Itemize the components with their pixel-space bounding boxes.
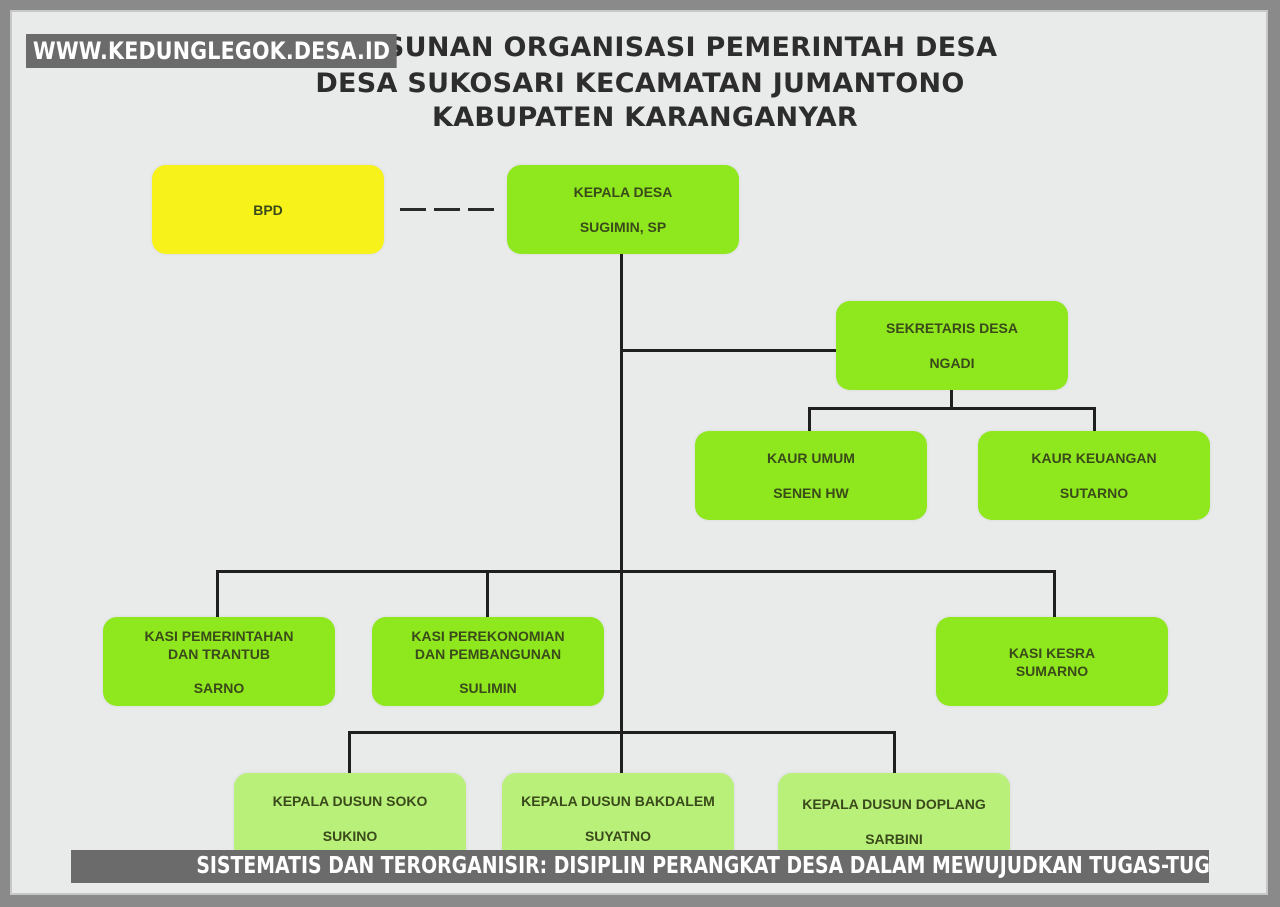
- bpd-dash-1: [400, 208, 426, 211]
- kaur-keuangan-box: KAUR KEUANGAN SUTARNO: [978, 431, 1210, 520]
- kasi-perekonomian-name: SULIMIN: [459, 679, 517, 696]
- dusun-soko-drop: [348, 731, 351, 774]
- kaur-bar-line: [808, 407, 1096, 410]
- dusun-doplang-drop: [893, 731, 896, 774]
- caption-text: SISTEMATIS DAN TERORGANISIR: DISIPLIN PE…: [196, 853, 1209, 879]
- kaur-umum-role: KAUR UMUM: [767, 450, 855, 466]
- bpd-dash-3: [468, 208, 494, 211]
- kepala-desa-name: SUGIMIN, SP: [579, 219, 667, 235]
- kaur-keuangan-role: KAUR KEUANGAN: [1031, 450, 1157, 466]
- dusun-bakdalem-name: SUYATNO: [584, 828, 652, 844]
- dusun-bakdalem-box: KEPALA DUSUN BAKDALEM SUYATNO: [502, 773, 734, 862]
- kasi-bar-line: [216, 570, 1056, 573]
- bpd-label: BPD: [253, 201, 283, 218]
- image-caption: SISTEMATIS DAN TERORGANISIR: DISIPLIN PE…: [71, 850, 1209, 883]
- kaur-umum-name: SENEN HW: [773, 485, 849, 501]
- bpd-dash-2: [434, 208, 460, 211]
- dusun-soko-name: SUKINO: [322, 828, 378, 844]
- kasi-pemerintahan-role: KASI PEMERINTAHAN DAN TRANTUB: [144, 627, 294, 662]
- kasi-kesra-drop: [1053, 570, 1056, 617]
- kaur-keuangan-drop: [1093, 407, 1096, 432]
- dusun-bakdalem-role: KEPALA DUSUN BAKDALEM: [521, 793, 715, 809]
- chart-title-line1: USUNAN ORGANISASI PEMERINTAH DESA: [362, 32, 998, 63]
- dusun-doplang-name: SARBINI: [865, 831, 923, 847]
- kaur-keuangan-name: SUTARNO: [1059, 485, 1129, 501]
- watermark-url: WWW.KEDUNGLEGOK.DESA.ID: [26, 34, 398, 68]
- kaur-umum-box: KAUR UMUM SENEN HW: [695, 431, 927, 520]
- dusun-soko-box: KEPALA DUSUN SOKO SUKINO: [234, 773, 466, 862]
- kasi-kesra-role: KASI KESRA: [1008, 644, 1096, 661]
- sekretaris-desa-box: SEKRETARIS DESA NGADI: [836, 301, 1068, 390]
- kasi-kesra-box: KASI KESRA SUMARNO: [936, 617, 1168, 706]
- kasi-pemerintahan-drop: [216, 570, 219, 617]
- kasi-kesra-name: SUMARNO: [1015, 662, 1089, 679]
- dusun-bar-line: [348, 731, 896, 734]
- kasi-perekonomian-role: KASI PEREKONOMIAN DAN PEMBANGUNAN: [411, 627, 565, 662]
- sekretaris-desa-role: SEKRETARIS DESA: [886, 320, 1018, 336]
- kasi-perekonomian-drop: [486, 570, 489, 617]
- dusun-doplang-box: KEPALA DUSUN DOPLANG SARBINI: [778, 773, 1010, 862]
- bpd-box: BPD: [152, 165, 384, 254]
- trunk-line: [620, 254, 623, 774]
- dusun-doplang-role: KEPALA DUSUN DOPLANG: [802, 796, 986, 812]
- dusun-soko-role: KEPALA DUSUN SOKO: [272, 793, 428, 809]
- chart-title-line3: KABUPATEN KARANGANYAR: [432, 102, 858, 133]
- kasi-pemerintahan-name: SARNO: [193, 679, 245, 696]
- sekretaris-branch-line: [620, 349, 838, 352]
- kepala-desa-role: KEPALA DESA: [573, 184, 673, 200]
- kasi-pemerintahan-box: KASI PEMERINTAHAN DAN TRANTUB SARNO: [103, 617, 335, 706]
- kepala-desa-box: KEPALA DESA SUGIMIN, SP: [507, 165, 739, 254]
- sekretaris-desa-name: NGADI: [929, 355, 975, 371]
- kaur-umum-drop: [808, 407, 811, 432]
- kasi-perekonomian-box: KASI PEREKONOMIAN DAN PEMBANGUNAN SULIMI…: [372, 617, 604, 706]
- chart-title-line2: DESA SUKOSARI KECAMATAN JUMANTONO: [315, 68, 965, 99]
- sekretaris-down-line: [950, 389, 953, 409]
